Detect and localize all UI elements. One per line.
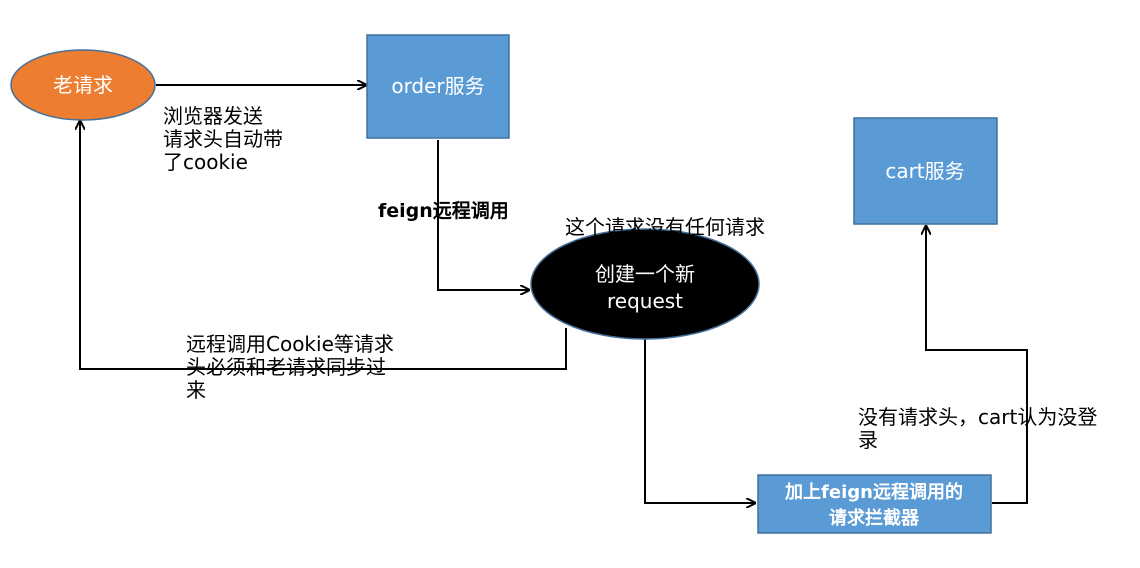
cart-service-node <box>853 117 998 225</box>
new-request-node <box>530 228 760 340</box>
cart-service-label: cart服务 <box>885 159 964 183</box>
order-service-label: order服务 <box>391 74 484 98</box>
arrow-order-to-new-request <box>437 140 529 290</box>
new-request-label-line1: 创建一个新 <box>595 262 695 286</box>
remote-cookie-sync-note: 远程调用Cookie等请求 头必须和老请求同步过 来 <box>186 332 394 402</box>
cart-no-login-note: 没有请求头，cart认为没登 录 <box>858 405 1098 452</box>
arrow-sync-cookie-to-old <box>80 121 567 370</box>
order-service-node <box>366 34 510 139</box>
new-request-label-line2: request <box>607 289 683 313</box>
old-request-node <box>10 49 156 121</box>
no-header-note: 这个请求没有任何请求 头 <box>565 216 765 241</box>
interceptor-node <box>757 474 992 534</box>
old-request-label: 老请求 <box>53 73 113 97</box>
interceptor-label-line2: 请求拦截器 <box>829 507 920 529</box>
arrow-new-request-to-interceptor <box>644 339 755 503</box>
arrow-interceptor-to-cart <box>926 226 1028 504</box>
feign-remote-call-label: feign远程调用 <box>378 200 509 222</box>
interceptor-label-line1: 加上feign远程调用的 <box>784 481 963 503</box>
browser-send-cookie-note: 浏览器发送 请求头自动带 了cookie <box>163 104 283 174</box>
